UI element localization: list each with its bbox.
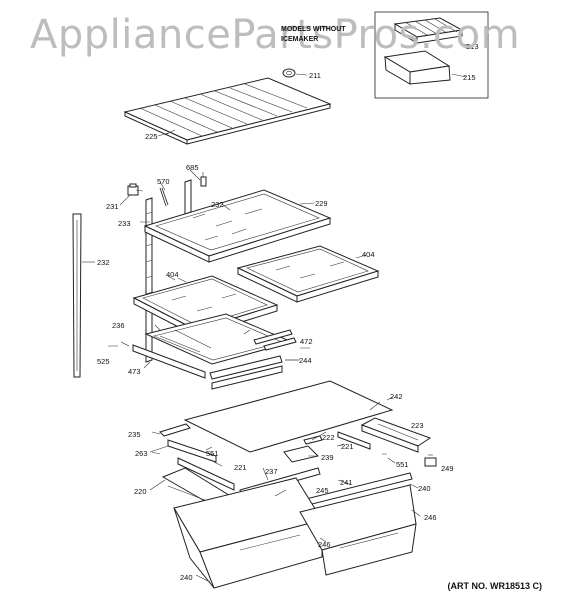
knob-part (282, 68, 308, 78)
ice-tray-rack (393, 17, 464, 44)
callout-570: 570 (157, 177, 170, 186)
left-rail (72, 213, 95, 378)
callout-236: 236 (112, 321, 125, 330)
callout-215: 215 (463, 73, 476, 82)
callout-245: 245 (316, 486, 329, 495)
slide-out-shelf-assembly (120, 313, 310, 390)
crisper-cover-glass (183, 380, 394, 453)
callout-221-right: 221 (341, 442, 354, 451)
callout-242: 242 (390, 392, 403, 401)
callout-229: 229 (315, 199, 328, 208)
crisper-drawer-right (299, 484, 417, 576)
callout-232-left: 232 (97, 258, 110, 267)
inset-frame (374, 11, 489, 99)
callout-551-right: 551 (396, 460, 409, 469)
wire-shelf (123, 77, 332, 145)
callout-404-right: 404 (362, 250, 375, 259)
callout-241: 241 (340, 478, 353, 487)
callout-220: 220 (134, 487, 147, 496)
callout-233: 233 (118, 219, 131, 228)
callout-246-right: 246 (424, 513, 437, 522)
callout-211: 211 (309, 71, 321, 80)
callout-244: 244 (299, 356, 312, 365)
callout-246-center: 246 (318, 540, 331, 549)
callout-222: 222 (322, 433, 335, 442)
callout-221-left: 221 (234, 463, 247, 472)
small-fastener-parts (127, 172, 207, 207)
glass-shelf-large (143, 189, 332, 263)
callout-235: 235 (128, 430, 141, 439)
callout-685: 685 (186, 163, 199, 172)
glass-shelf-right (236, 245, 380, 303)
callout-231: 231 (106, 202, 119, 211)
callout-404-left: 404 (166, 270, 179, 279)
crisper-frame-left (151, 423, 235, 505)
leader-lines (108, 129, 421, 583)
ladder-rail (145, 179, 192, 363)
callout-232-upper: 232 (211, 200, 224, 209)
callout-240-right: 240 (418, 484, 431, 493)
art-number: (ART NO. WR18513 C) (447, 581, 542, 591)
callout-249: 249 (441, 464, 454, 473)
callout-240-bottom: 240 (180, 573, 193, 582)
callout-223: 223 (411, 421, 424, 430)
inset-title: MODELS WITHOUT ICEMAKER (281, 26, 346, 43)
callout-472: 472 (300, 337, 313, 346)
callout-551-left: 551 (206, 449, 219, 458)
watermark: AppliancePartsPros.com (30, 12, 521, 58)
callout-225: 225 (145, 132, 158, 141)
callout-213: 213 (466, 42, 479, 51)
callout-237: 237 (265, 467, 278, 476)
callout-263: 263 (135, 449, 148, 458)
ice-bin (383, 50, 451, 85)
callout-239: 239 (321, 453, 334, 462)
callout-525: 525 (97, 357, 110, 366)
crisper-drawer-left (173, 477, 323, 589)
callout-473: 473 (128, 367, 141, 376)
crisper-frame-right (360, 417, 437, 467)
